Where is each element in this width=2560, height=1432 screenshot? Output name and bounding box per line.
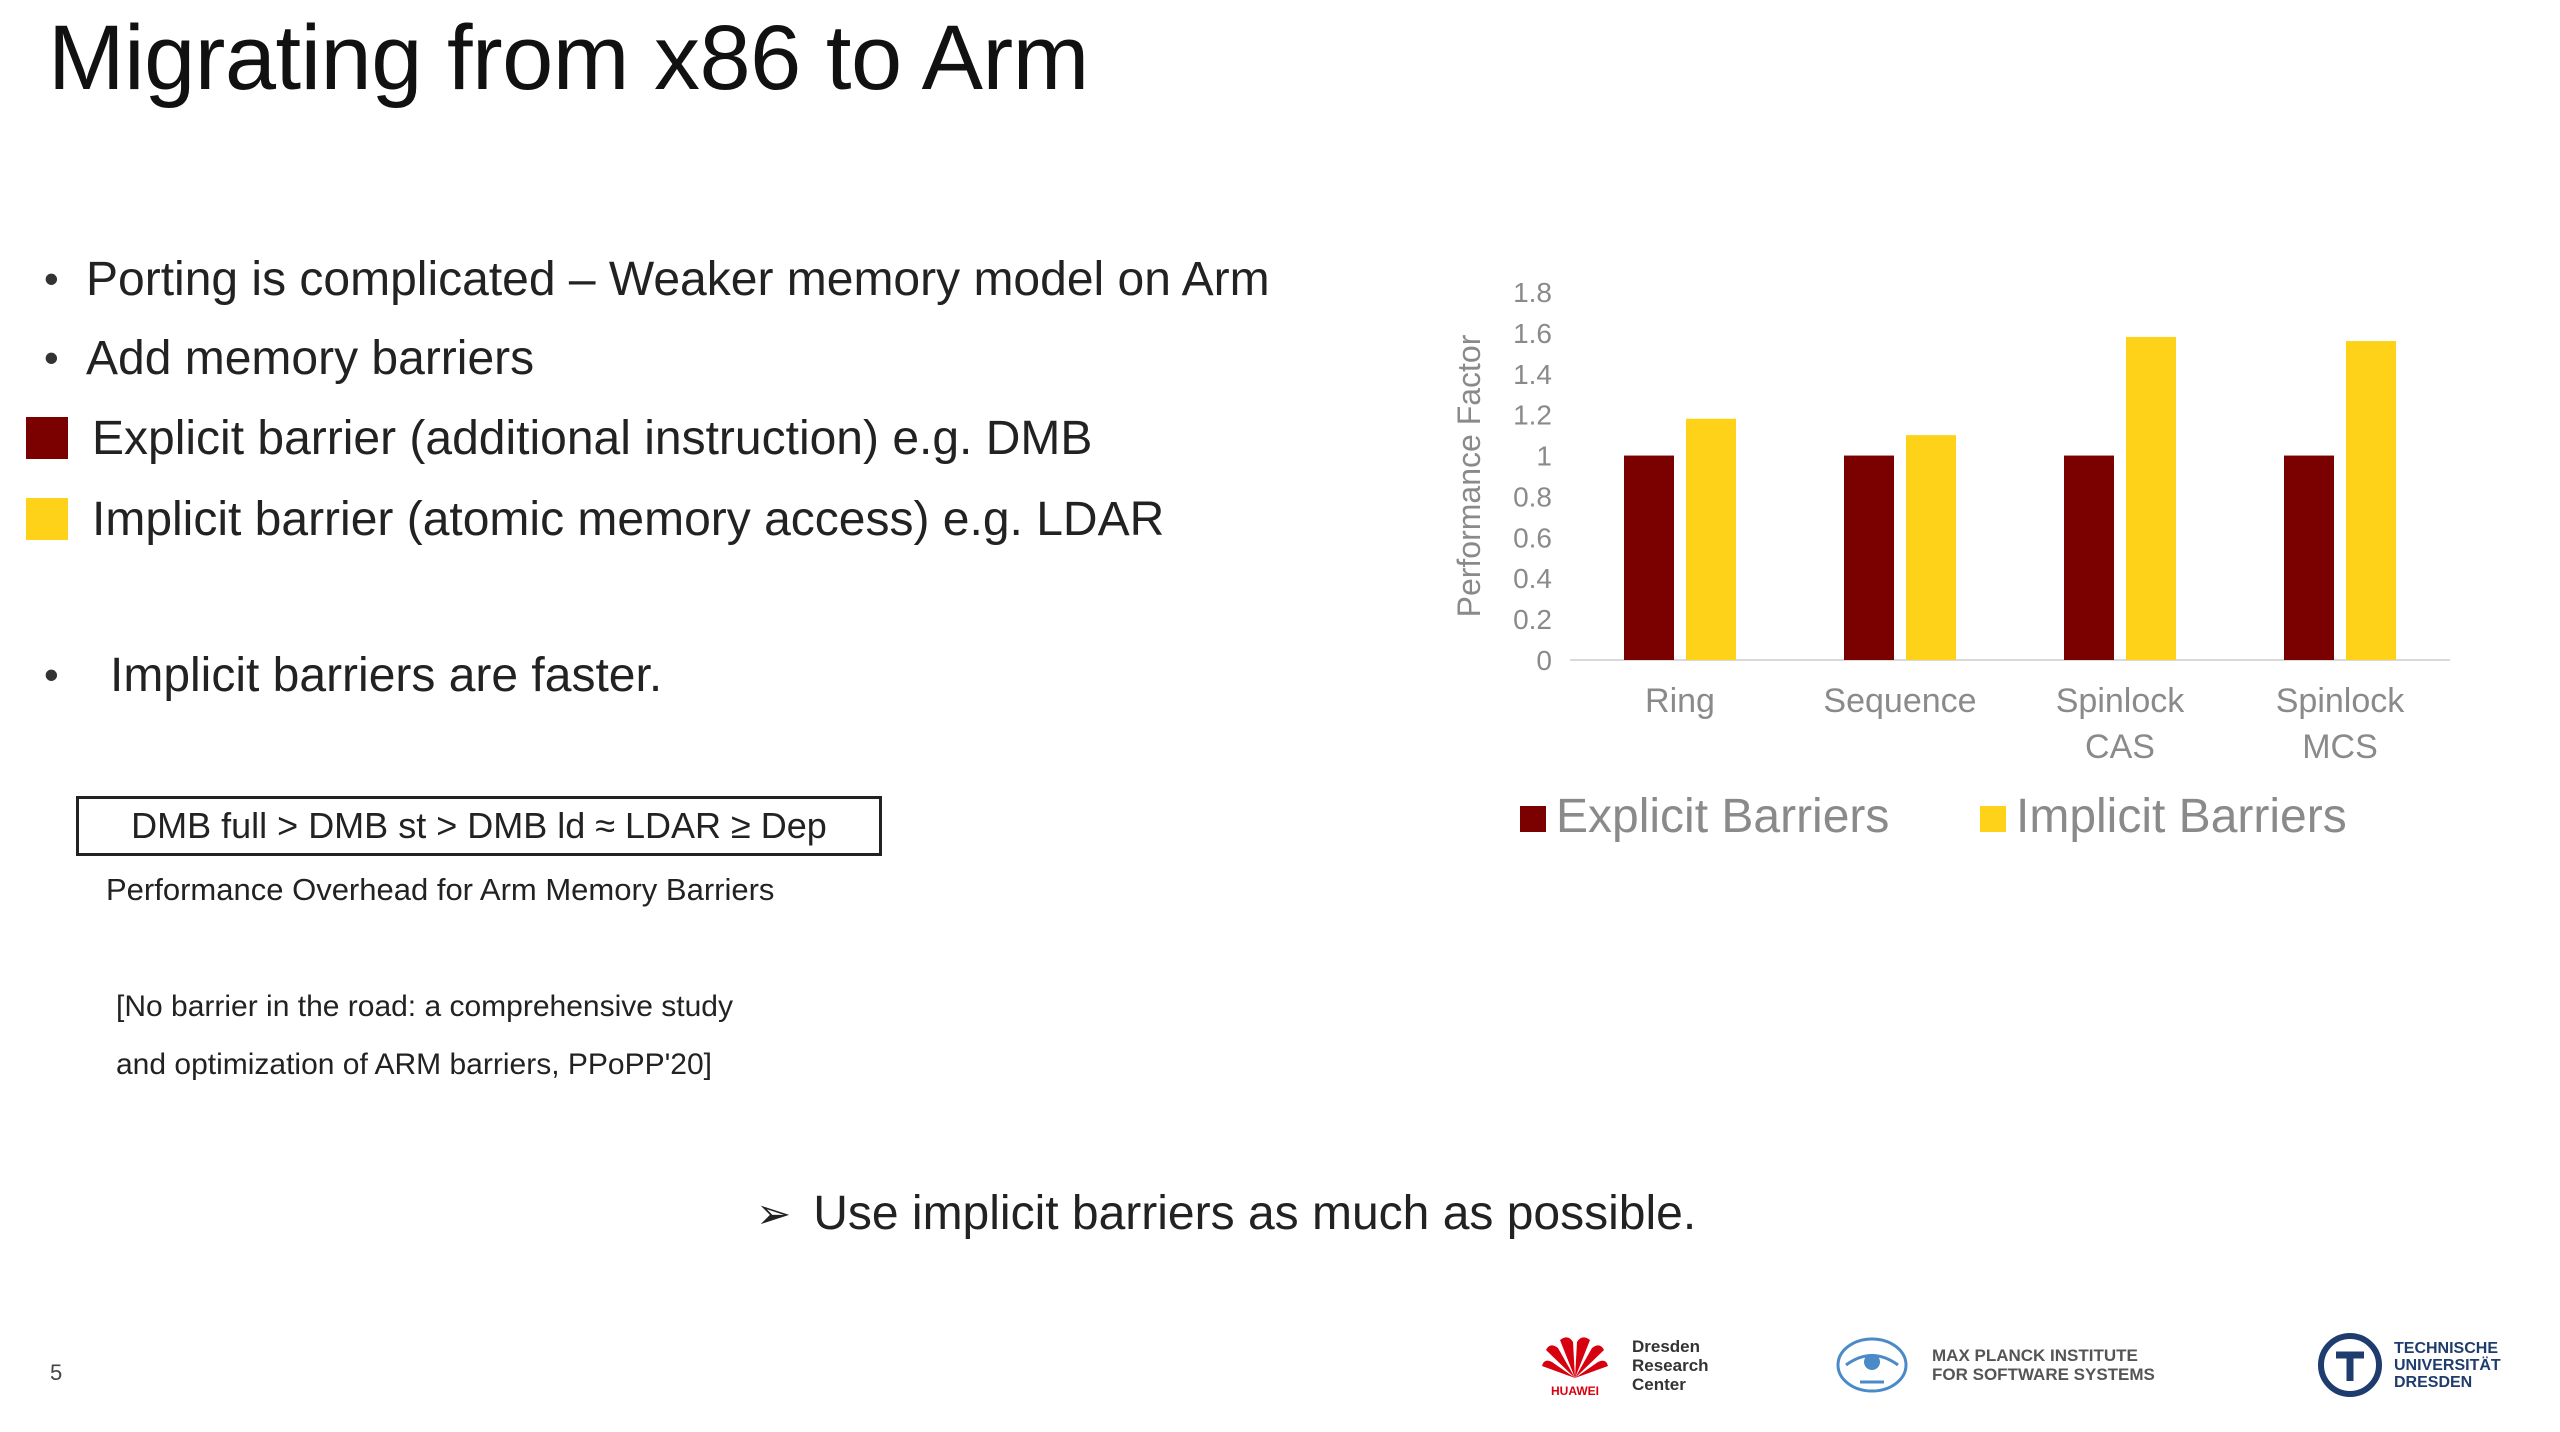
performance-chart: Performance Factor 0 0.2 0.4 0.6 0.8 1 1.2 1.4 1.… [1451,277,2450,843]
y-tick-label: 0.6 [1513,522,1552,553]
x-tick-label: Spinlock [2276,682,2406,720]
x-tick-label: CAS [2085,728,2155,766]
arrow-bullet-icon: ➢ [756,1190,792,1237]
explicit-swatch-icon [26,417,68,459]
mpi-text-line: FOR SOFTWARE SYSTEMS [1932,1365,2155,1384]
bullet-porting: • Porting is complicated – Weaker memory… [44,244,1270,314]
legend-label: Implicit Barriers [2016,790,2347,843]
y-tick-label: 0.4 [1513,563,1552,594]
y-tick-label: 1.8 [1513,277,1552,308]
performance-order-box: DMB full > DMB st > DMB ld ≈ LDAR ≥ Dep [76,796,882,856]
bar-explicit [1624,455,1674,660]
x-tick-label: Spinlock [2056,682,2186,720]
legend-item-text: Explicit barrier (additional instruction… [92,411,1093,465]
x-tick-label: Ring [1645,682,1715,720]
y-tick-label: 1.2 [1513,400,1552,431]
mpi-emblem-icon [1836,1337,1908,1393]
legend-swatch [1980,806,2006,832]
bullet-barriers: • Add memory barriers [44,323,534,393]
tud-seal-icon [2318,1333,2382,1397]
legend-item-implicit: Implicit barrier (atomic memory access) … [26,484,1165,554]
reference-line-2: and optimization of ARM barriers, PPoPP'… [116,1048,713,1081]
reference-line-1: [No barrier in the road: a comprehensive… [116,990,733,1023]
huawei-petal-icon [1542,1337,1608,1378]
y-tick-label: 1.4 [1513,359,1552,390]
bullet-faster: • Implicit barriers are faster. [44,640,662,710]
mpi-text-line: MAX PLANCK INSTITUTE [1932,1346,2138,1365]
mpi-logo: MAX PLANCK INSTITUTE FOR SOFTWARE SYSTEM… [1834,1320,2155,1410]
x-tick-label: Sequence [1823,682,1976,720]
bar-implicit [1906,435,1956,660]
tud-text-line: UNIVERSITÄT [2394,1356,2501,1374]
y-tick-label: 1.6 [1513,318,1552,349]
performance-caption: Performance Overhead for Arm Memory Barr… [106,872,775,907]
performance-order-text: DMB full > DMB st > DMB ld ≈ LDAR ≥ Dep [131,805,827,846]
page-number: 5 [50,1360,63,1385]
bullet-dot-icon: • [44,334,59,381]
x-tick-label: MCS [2302,728,2378,766]
huawei-text-line: Center [1632,1374,1686,1394]
tud-logo: TECHNISCHE UNIVERSITÄT DRESDEN [2316,1320,2501,1410]
y-tick-label: 0.2 [1513,604,1552,635]
implicit-swatch-icon [26,498,68,540]
huawei-text-line: Research [1632,1355,1709,1375]
tud-text-line: TECHNISCHE [2394,1339,2499,1357]
bar-explicit [1844,455,1894,660]
bar-explicit [2064,455,2114,660]
bullet-dot-icon: • [44,255,59,302]
huawei-brand-text: HUAWEI [1551,1384,1599,1398]
y-axis-title: Performance Factor [1451,334,1487,617]
bar-implicit [2126,336,2176,660]
slide-title: Migrating from x86 to Arm [48,7,1089,109]
tud-text-line: DRESDEN [2394,1373,2473,1391]
huawei-text-line: Dresden [1632,1336,1701,1356]
y-tick-label: 0 [1536,645,1552,676]
bar-implicit [2346,341,2396,660]
huawei-logo: HUAWEI Dresden Research Center [1540,1320,1709,1410]
legend-item-text: Implicit barrier (atomic memory access) … [92,492,1165,546]
bar-implicit [1686,418,1736,660]
bullet-text: Implicit barriers are faster. [110,648,663,702]
bullet-dot-icon: • [44,651,59,698]
conclusion-text: Use implicit barriers as much as possibl… [813,1187,1697,1240]
bullet-text: Porting is complicated – Weaker memory m… [86,252,1270,306]
legend-item-explicit: Explicit barrier (additional instruction… [26,403,1093,473]
legend-swatch [1520,806,1546,832]
y-tick-label: 1 [1536,441,1552,472]
bar-explicit [2284,455,2334,660]
y-tick-label: 0.8 [1513,481,1552,512]
conclusion: ➢ Use implicit barriers as much as possi… [756,1186,1696,1241]
legend-label: Explicit Barriers [1556,790,1889,843]
bullet-text: Add memory barriers [86,331,535,385]
